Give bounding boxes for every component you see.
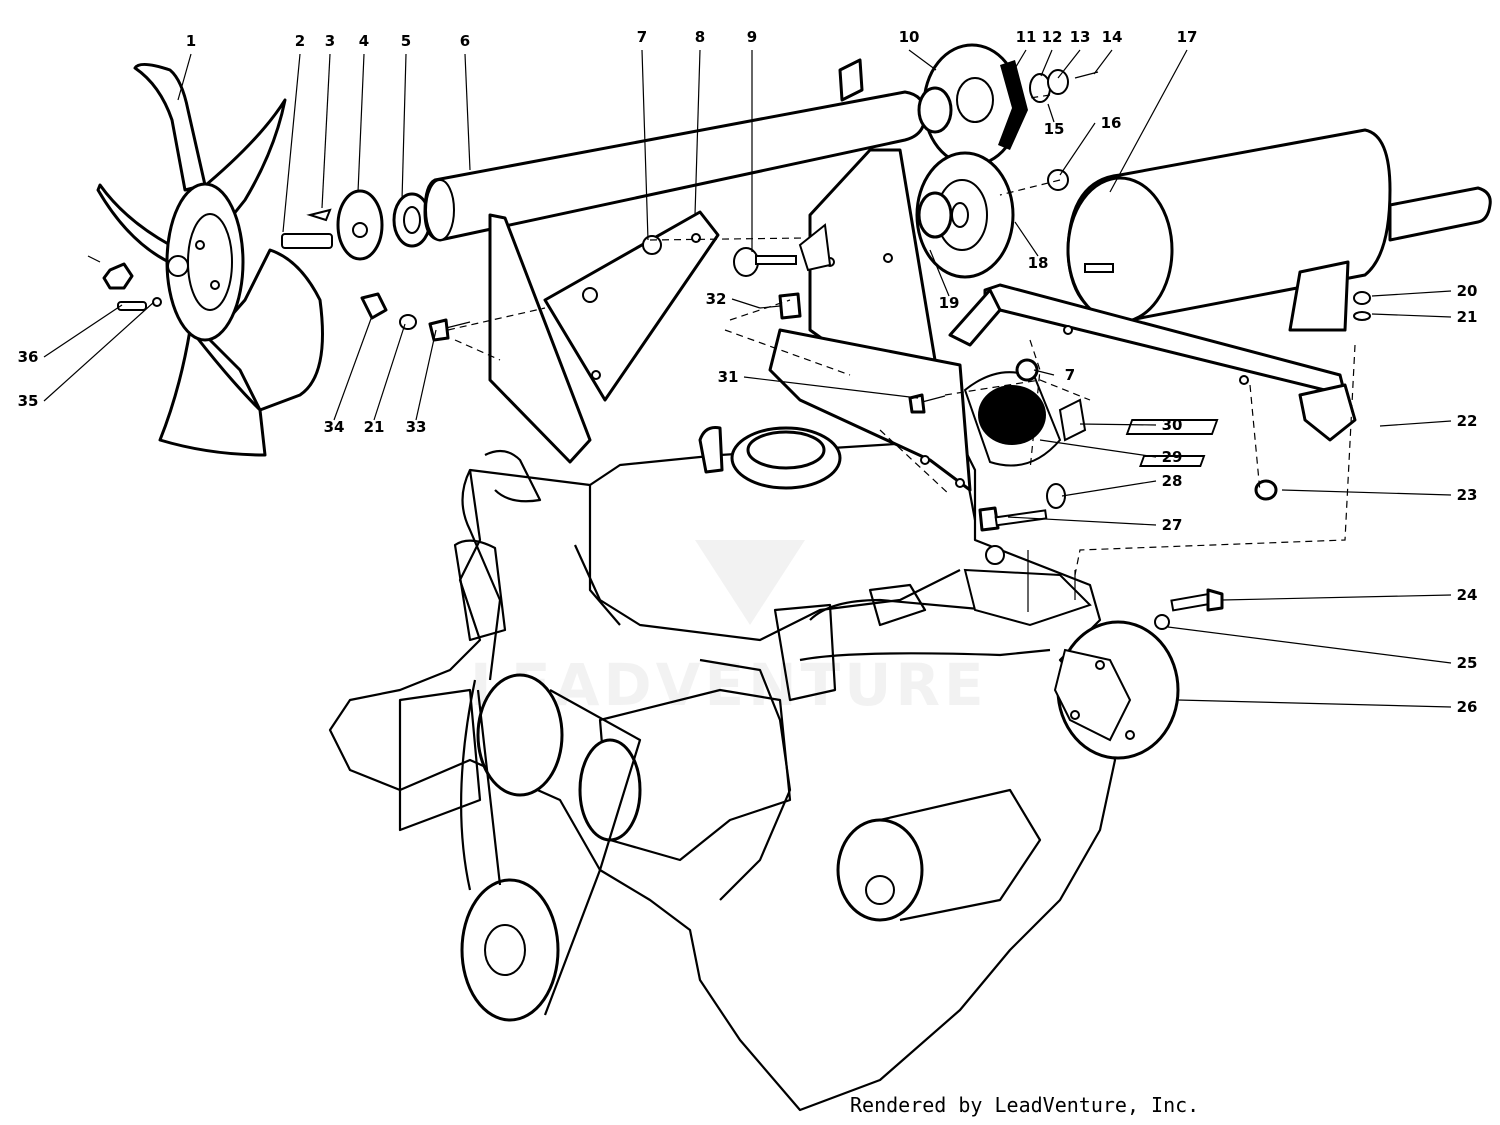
muffler	[1066, 128, 1492, 332]
callout-leader-3	[321, 53, 331, 209]
callout-number-5: 5	[401, 32, 411, 50]
callout-number-7: 7	[637, 28, 647, 46]
callout-leader-27	[1007, 516, 1157, 526]
callout-leader-30	[1079, 423, 1157, 426]
callout-number-31: 31	[718, 368, 739, 386]
callout-number-14: 14	[1102, 28, 1123, 46]
cooling-fan	[87, 63, 324, 457]
callout-number-11: 11	[1016, 28, 1037, 46]
callout-leader-15	[1047, 103, 1055, 123]
callout-number-30: 30	[1162, 416, 1183, 434]
callout-leader-18	[1014, 221, 1039, 257]
callout-number-20: 20	[1457, 282, 1478, 300]
callout-leader-14	[1093, 49, 1113, 75]
callout-leader-10	[908, 49, 937, 71]
callout-leader-5	[401, 53, 407, 201]
callout-number-9: 9	[747, 28, 757, 46]
callout-number-19: 19	[939, 294, 960, 312]
callout-number-34: 34	[324, 418, 345, 436]
callout-leader-21	[1371, 313, 1452, 318]
callout-number-1: 1	[186, 32, 196, 50]
callout-number-10: 10	[899, 28, 920, 46]
callout-number-27: 27	[1162, 516, 1183, 534]
callout-number-36: 36	[18, 348, 39, 366]
bolt-9	[733, 223, 832, 277]
callout-number-13: 13	[1070, 28, 1091, 46]
callout-leader-2	[282, 53, 301, 233]
callout-leader-11	[1013, 49, 1027, 71]
callout-leader-23	[1281, 489, 1452, 496]
callout-leader-13	[1057, 49, 1081, 79]
callout-number-17: 17	[1177, 28, 1198, 46]
callout-number-22: 22	[1457, 412, 1478, 430]
callout-leader-8	[694, 49, 701, 216]
callout-leader-36	[43, 304, 123, 358]
callout-number-21: 21	[1457, 308, 1478, 326]
callout-leader-25	[1167, 626, 1452, 664]
engine-mount	[963, 371, 1087, 467]
callout-leader-33	[415, 329, 437, 421]
callout-leader-12	[1040, 49, 1053, 77]
callout-leader-1	[177, 53, 192, 101]
callout-number-4: 4	[359, 32, 369, 50]
callout-leader-16	[1059, 122, 1096, 176]
callout-number-28: 28	[1162, 472, 1183, 490]
callout-leader-17	[1109, 49, 1188, 193]
callout-leader-19	[929, 249, 950, 297]
callout-number-8: 8	[695, 28, 705, 46]
callout-leader-22	[1379, 420, 1452, 427]
callout-leader-24	[1221, 594, 1452, 601]
callout-leader-32	[731, 298, 761, 309]
callout-leader-29	[1039, 439, 1157, 458]
callout-leader-7	[641, 49, 649, 241]
callout-number-12: 12	[1042, 28, 1063, 46]
assembly-guides	[447, 94, 1356, 576]
engine-block	[328, 409, 1180, 1112]
callout-leader-28	[1061, 480, 1157, 497]
callout-number-18: 18	[1028, 254, 1049, 272]
callout-number-24: 24	[1457, 586, 1478, 604]
muffler-mount-frame	[948, 283, 1357, 467]
callout-leader-26	[1177, 699, 1452, 708]
callout-number-6: 6	[460, 32, 470, 50]
callout-number-16: 16	[1101, 114, 1122, 132]
callout-leader-7	[1033, 369, 1055, 376]
callout-number-35: 35	[18, 392, 39, 410]
idler-pulleys	[915, 43, 1099, 279]
fan-shaft-parts	[281, 189, 432, 261]
callout-number-7: 7	[1065, 366, 1075, 384]
callout-number-15: 15	[1044, 120, 1065, 138]
callout-leader-6	[464, 53, 471, 171]
credit-line: Rendered by LeadVenture, Inc.	[850, 1093, 1199, 1117]
callout-number-23: 23	[1457, 486, 1478, 504]
callout-leader-34	[333, 315, 373, 421]
hardware	[360, 291, 1371, 630]
callout-number-21: 21	[364, 418, 385, 436]
support-brackets	[488, 148, 972, 492]
callout-leader-20	[1371, 290, 1452, 297]
callout-number-3: 3	[325, 32, 335, 50]
callout-number-26: 26	[1457, 698, 1478, 716]
callout-number-2: 2	[295, 32, 305, 50]
callout-leader-31	[743, 376, 919, 399]
callout-number-32: 32	[706, 290, 727, 308]
callout-leader-35	[43, 301, 155, 402]
callout-number-29: 29	[1162, 448, 1183, 466]
callout-leader-21	[373, 323, 406, 421]
callout-number-33: 33	[406, 418, 427, 436]
callout-number-25: 25	[1457, 654, 1478, 672]
callout-leader-4	[357, 53, 365, 193]
